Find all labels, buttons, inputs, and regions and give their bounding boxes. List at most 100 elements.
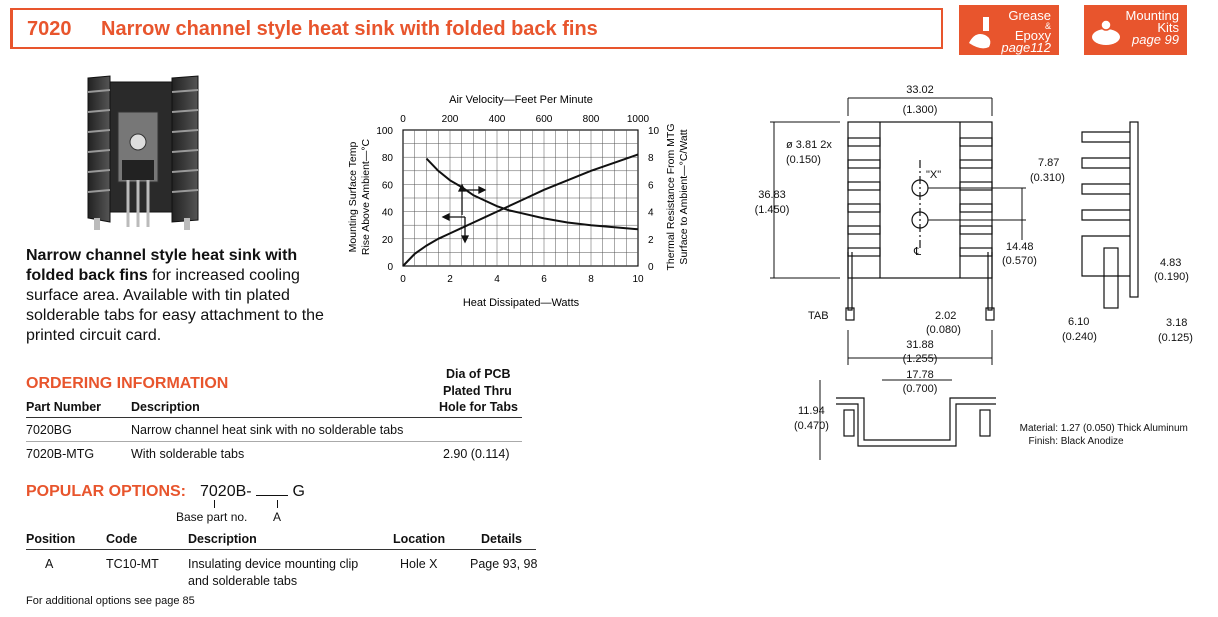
- dim-202: 2.02: [935, 310, 956, 322]
- grease-epoxy-link[interactable]: Grease & Epoxy page112: [959, 5, 1059, 55]
- option-code: 7020B- G: [200, 483, 305, 501]
- left-tick-label: 100: [376, 126, 393, 137]
- dim-width-in: (1.300): [903, 104, 938, 116]
- product-description: Narrow channel style heat sink with fold…: [26, 246, 336, 346]
- dim-height-in: (1.450): [755, 204, 790, 216]
- temp-rise-curve: [402, 153, 639, 267]
- material-value: 1.27 (0.050) Thick Aluminum: [1060, 423, 1188, 434]
- dim-1194: 11.94: [798, 405, 825, 417]
- table-rule: [26, 417, 522, 418]
- ordering-title: ORDERING INFORMATION: [26, 375, 229, 392]
- material-spec: Material: 1.27 (0.050) Thick Aluminum Fi…: [1012, 422, 1188, 448]
- grease-tube-icon: [969, 17, 991, 49]
- dim-787: 7.87: [1038, 157, 1059, 169]
- front-view: [845, 121, 995, 321]
- col-position: Position: [26, 532, 76, 546]
- top-tick-label: 800: [583, 114, 600, 125]
- x-tick-label: 2: [447, 274, 453, 285]
- thermal-resistance-curve: [425, 157, 639, 231]
- dim-483: 4.83: [1160, 257, 1181, 269]
- dim-483-in: (0.190): [1154, 271, 1189, 283]
- fin: [959, 247, 993, 257]
- page-title: Narrow channel style heat sink with fold…: [101, 18, 598, 40]
- col-dia-1: Dia of PCB: [446, 367, 511, 381]
- col-details: Details: [481, 532, 522, 546]
- fin: [847, 247, 881, 257]
- x-tick-label: 8: [588, 274, 594, 285]
- col-dia-3: Hole for Tabs: [439, 400, 518, 414]
- chart-right-label-1: Thermal Resistance From MTG: [665, 123, 677, 270]
- side-view: [1081, 121, 1139, 309]
- badge-line1: Mounting: [1125, 8, 1179, 23]
- badge-line2: Epoxy: [1014, 28, 1051, 43]
- dim-width: 33.02: [906, 84, 934, 96]
- fin: [959, 137, 993, 147]
- x-tick-label: 6: [541, 274, 547, 285]
- top-tick-label: 1000: [627, 114, 650, 125]
- dimension-drawing: 33.02 (1.300) 36.83 (1.450) ø 3.81 2x (0…: [755, 84, 1193, 460]
- right-tick-label: 0: [648, 262, 654, 273]
- position-a-label: A: [273, 510, 282, 524]
- dim-hole-in: (0.150): [786, 154, 821, 166]
- table-row-location: Hole X: [400, 557, 438, 571]
- badge-line2: Kits: [1157, 20, 1179, 35]
- badge-amp: &: [1044, 21, 1051, 31]
- dim-1194-in: (0.470): [794, 420, 829, 432]
- option-code-prefix: 7020B-: [200, 483, 252, 500]
- chart-top-axis-label: Air Velocity—Feet Per Minute: [449, 94, 593, 106]
- chart-x-axis-label: Heat Dissipated—Watts: [463, 297, 580, 309]
- dim-318-in: (0.125): [1158, 332, 1193, 344]
- table-row-part: 7020B-MTG: [26, 447, 95, 461]
- material-key: Material:: [1019, 423, 1058, 434]
- dim-787-in: (0.310): [1030, 172, 1065, 184]
- dim-318: 3.18: [1166, 317, 1187, 329]
- label-tab: TAB: [808, 310, 829, 322]
- col-description: Description: [131, 400, 200, 414]
- footnote: For additional options see page 85: [26, 595, 195, 607]
- fin: [847, 225, 881, 235]
- x-tick-label: 4: [494, 274, 500, 285]
- dim-1448-in: (0.570): [1002, 255, 1037, 267]
- finish-key: Finish:: [1028, 436, 1058, 447]
- top-tick-label: 0: [400, 114, 406, 125]
- top-tick-label: 400: [489, 114, 506, 125]
- table-row-position: A: [45, 557, 54, 571]
- badge-line1: Grease: [1008, 8, 1051, 23]
- mounting-kit-icon: [1092, 19, 1120, 45]
- dim-height: 36.83: [758, 189, 786, 201]
- dim-1448: 14.48: [1006, 241, 1034, 253]
- table-row-details: Page 93, 98: [470, 557, 538, 571]
- left-tick-label: 60: [382, 180, 394, 191]
- left-tick-label: 20: [382, 235, 394, 246]
- dim-1778-in: (0.700): [903, 383, 938, 395]
- table-row-desc: Narrow channel heat sink with no soldera…: [131, 423, 404, 437]
- description-text: for increased cooling surface area. Avai…: [26, 267, 324, 344]
- fin: [847, 137, 881, 147]
- fin: [959, 181, 993, 191]
- right-tick-label: 6: [648, 180, 654, 191]
- fin: [959, 225, 993, 235]
- dim-3188: 31.88: [906, 339, 934, 351]
- dim-hole: ø 3.81 2x: [786, 139, 832, 151]
- right-tick-label: 4: [648, 208, 654, 219]
- chart-left-label-2: Rise Above Ambient—°C: [360, 138, 372, 255]
- fin: [847, 181, 881, 191]
- fin: [959, 159, 993, 169]
- table-row-desc: Insulating device mounting clip: [188, 557, 359, 571]
- x-tick-label: 10: [632, 274, 644, 285]
- chart-left-label-1: Mounting Surface Temp: [347, 141, 359, 252]
- mounting-kits-link[interactable]: Mounting Kits page 99: [1084, 5, 1187, 55]
- dim-3188-in: (1.255): [903, 353, 938, 365]
- left-tick-label: 40: [382, 208, 394, 219]
- table-row-part: 7020BG: [26, 423, 72, 437]
- label-x: "X": [926, 169, 941, 181]
- fin: [847, 203, 881, 213]
- x-tick-label: 0: [400, 274, 406, 285]
- base-part-label: Base part no.: [176, 510, 248, 524]
- dim-610-in: (0.240): [1062, 331, 1097, 343]
- label-centerline: ℄: [913, 246, 921, 258]
- options-title: POPULAR OPTIONS:: [26, 483, 187, 500]
- option-code-suffix: G: [292, 483, 305, 500]
- fin: [959, 203, 993, 213]
- col-description: Description: [188, 532, 257, 546]
